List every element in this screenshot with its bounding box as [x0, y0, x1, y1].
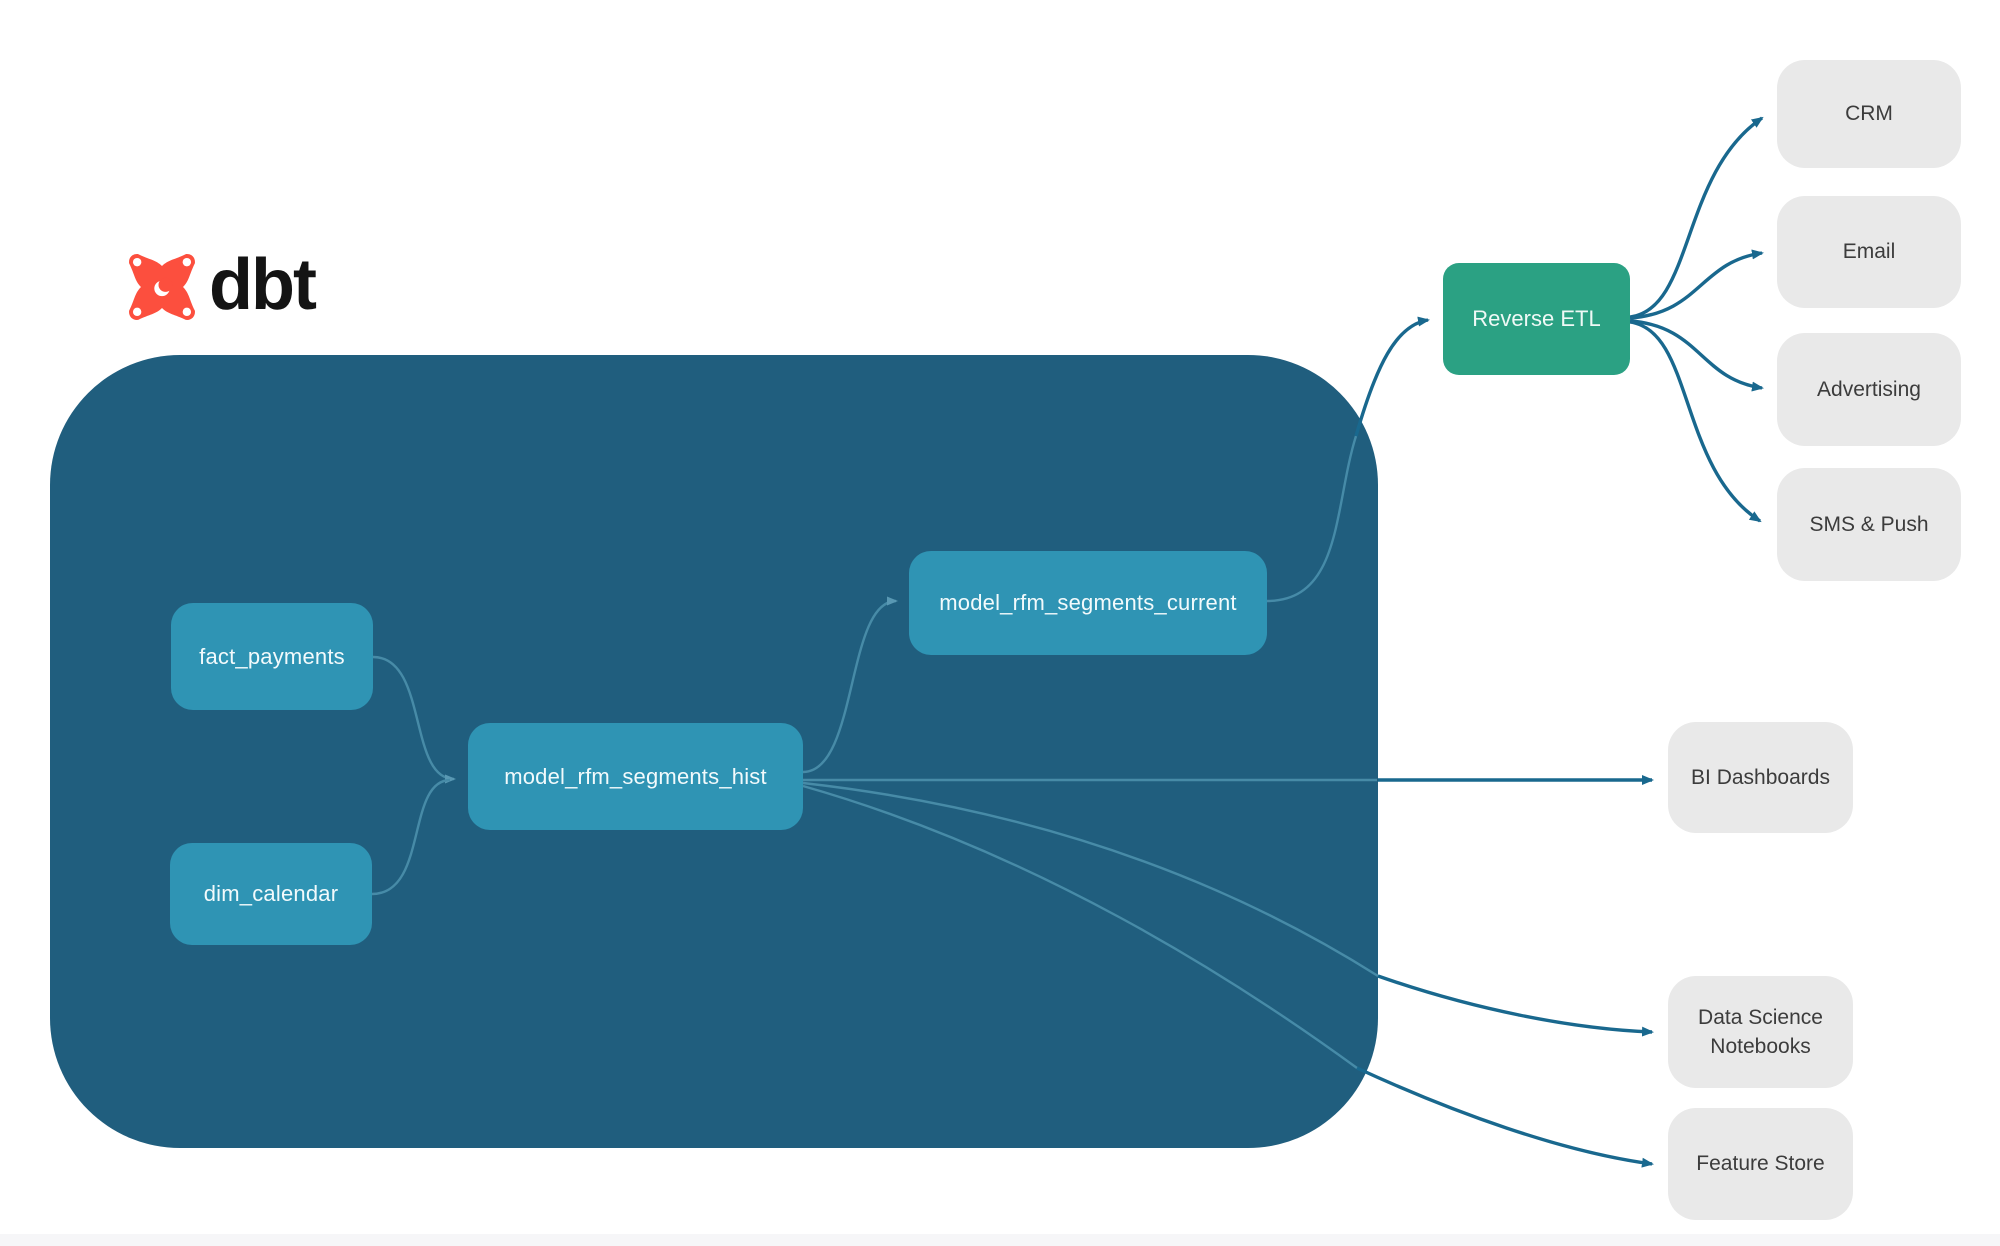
node-label: SMS & Push	[1809, 512, 1929, 536]
node-label: CRM	[1845, 102, 1893, 126]
edge-reverse-etl-to-sms-push	[1629, 320, 1762, 523]
node-label: model_rfm_segments_current	[939, 590, 1237, 615]
node-reverse-etl[interactable]: Reverse ETL	[1443, 263, 1630, 375]
node-label: Data Science Notebooks	[1698, 1005, 1823, 1058]
node-bi-dashboards[interactable]: BI Dashboards	[1668, 722, 1853, 833]
dbt-logo-text: dbt	[209, 245, 317, 325]
node-dim-calendar[interactable]: dim_calendar	[170, 843, 372, 945]
node-label: model_rfm_segments_hist	[504, 763, 767, 789]
node-data-science-notebooks[interactable]: Data Science Notebooks	[1668, 976, 1853, 1088]
node-email[interactable]: Email	[1777, 196, 1961, 308]
node-label: fact_payments	[199, 643, 345, 669]
edge-hist-to-data-science-notebooks	[1377, 974, 1654, 1037]
edge-reverse-etl-to-crm	[1629, 116, 1764, 319]
node-advertising[interactable]: Advertising	[1777, 333, 1961, 446]
node-model-rfm-segments-current[interactable]: model_rfm_segments_current	[909, 551, 1267, 655]
node-label: BI Dashboards	[1691, 765, 1830, 789]
node-fact-payments[interactable]: fact_payments	[171, 603, 373, 710]
node-label: Reverse ETL	[1472, 306, 1601, 331]
node-label: Feature Store	[1696, 1152, 1825, 1176]
node-sms-push[interactable]: SMS & Push	[1777, 468, 1961, 581]
node-crm[interactable]: CRM	[1777, 60, 1961, 168]
edge-reverse-etl-to-advertising	[1629, 319, 1764, 392]
node-label: Email	[1842, 240, 1896, 264]
bottom-edge-strip	[0, 1234, 2000, 1246]
node-label: dim_calendar	[203, 881, 339, 906]
edge-current-to-reverse-etl	[1354, 316, 1430, 437]
dbt-logo: dbt	[127, 245, 317, 325]
edge-reverse-etl-to-email	[1629, 249, 1764, 320]
node-model-rfm-segments-hist[interactable]: model_rfm_segments_hist	[468, 723, 803, 830]
dbt-star-icon	[129, 254, 195, 320]
edge-hist-to-feature-store	[1356, 1066, 1654, 1168]
node-label: Advertising	[1817, 377, 1921, 401]
node-feature-store[interactable]: Feature Store	[1668, 1108, 1853, 1220]
